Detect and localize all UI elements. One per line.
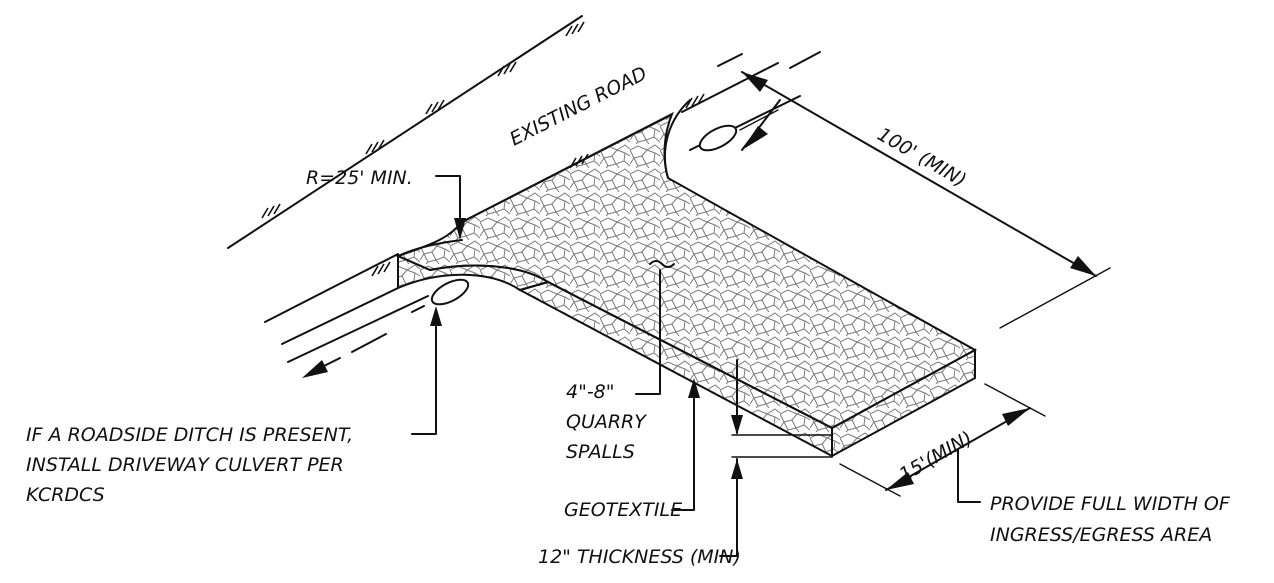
road-dash-3 bbox=[717, 53, 743, 67]
spalls-size-label: 4"-8" bbox=[566, 381, 615, 403]
ditch-line-right bbox=[681, 62, 779, 113]
road-edge-lower-left bbox=[264, 253, 399, 323]
thickness-dimension bbox=[719, 359, 833, 557]
road-dash-1 bbox=[351, 333, 387, 353]
full-width-label-line2: INGRESS/EGRESS AREA bbox=[990, 524, 1212, 546]
pad-right-flare bbox=[664, 99, 691, 179]
ditch-label-line3: KCRDCS bbox=[26, 484, 105, 506]
radius-label: R=25' MIN. bbox=[306, 167, 413, 189]
ditch-label-line2: INSTALL DRIVEWAY CULVERT PER bbox=[26, 454, 344, 476]
width-label: 15'(MIN) bbox=[896, 427, 977, 486]
road-dash-4 bbox=[789, 51, 821, 69]
culvert-left-icon bbox=[430, 278, 470, 306]
culvert-right-icon bbox=[698, 124, 738, 152]
spalls-quarry-label: QUARRY bbox=[566, 411, 647, 433]
road-edge-upper bbox=[227, 15, 583, 249]
dimension-100 bbox=[739, 71, 1111, 329]
length-label: 100' (MIN) bbox=[874, 123, 970, 191]
spalls-label: SPALLS bbox=[566, 441, 635, 463]
thickness-label: 12" THICKNESS (MIN) bbox=[538, 546, 741, 568]
road-dash-2 bbox=[411, 305, 425, 313]
dimension-15 bbox=[839, 383, 1046, 497]
ditch-line-left bbox=[281, 287, 399, 345]
leaders bbox=[302, 175, 981, 511]
radius-curve bbox=[397, 239, 463, 257]
pad-end-face bbox=[831, 348, 976, 458]
geotextile-label: GEOTEXTILE bbox=[564, 499, 682, 521]
ditch-line-left-2 bbox=[287, 295, 429, 363]
quarry-spall-pad bbox=[395, 99, 978, 458]
full-width-label-line1: PROVIDE FULL WIDTH OF bbox=[990, 493, 1231, 515]
ditch-label-line1: IF A ROADSIDE DITCH IS PRESENT, bbox=[26, 424, 353, 446]
